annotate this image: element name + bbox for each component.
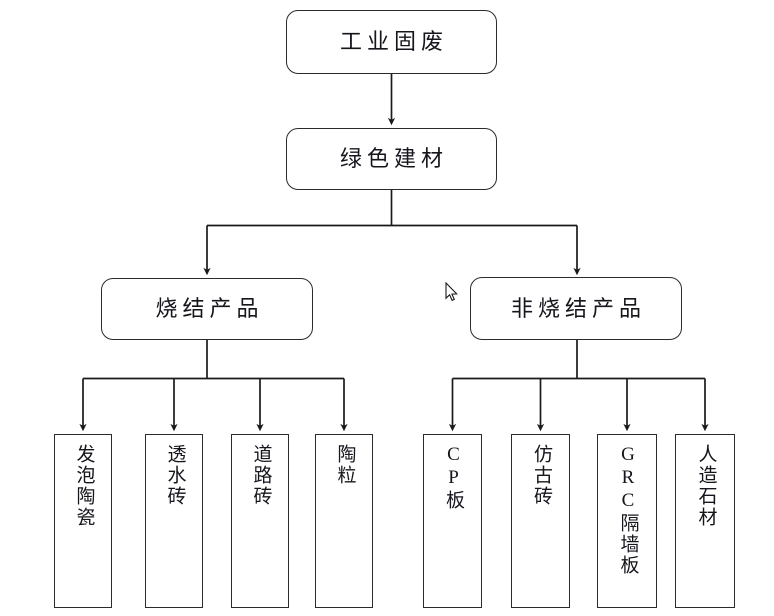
node-label: 发泡陶瓷 bbox=[73, 444, 95, 528]
node-label: 透水砖 bbox=[164, 444, 186, 507]
node-label: CP板 bbox=[442, 444, 464, 511]
node-label: 非烧结产品 bbox=[510, 295, 646, 321]
node-label: 绿色建材 bbox=[339, 146, 448, 171]
node-label: 烧结产品 bbox=[155, 296, 264, 321]
node-foamed-ceramic[interactable]: 发泡陶瓷 bbox=[54, 434, 112, 608]
node-green-building-materials[interactable]: 绿色建材 bbox=[286, 128, 497, 190]
node-sintered-products[interactable]: 烧结产品 bbox=[101, 278, 313, 340]
node-label: GRC隔墙板 bbox=[617, 444, 639, 576]
node-label: 工业固废 bbox=[339, 29, 448, 54]
node-permeable-brick[interactable]: 透水砖 bbox=[145, 434, 203, 608]
node-non-sintered-products[interactable]: 非烧结产品 bbox=[470, 277, 682, 340]
node-cp-board[interactable]: CP板 bbox=[423, 434, 482, 608]
node-road-brick[interactable]: 道路砖 bbox=[231, 434, 289, 608]
node-ceramsite[interactable]: 陶粒 bbox=[315, 434, 373, 608]
node-label: 陶粒 bbox=[334, 444, 356, 486]
node-antique-brick[interactable]: 仿古砖 bbox=[511, 434, 570, 608]
node-label: 道路砖 bbox=[250, 444, 272, 507]
node-label: 仿古砖 bbox=[530, 444, 552, 507]
node-artificial-stone[interactable]: 人造石材 bbox=[675, 434, 735, 608]
node-label: 人造石材 bbox=[695, 444, 717, 528]
node-industrial-solid-waste[interactable]: 工业固废 bbox=[286, 10, 497, 74]
node-grc-partition-board[interactable]: GRC隔墙板 bbox=[597, 434, 657, 608]
